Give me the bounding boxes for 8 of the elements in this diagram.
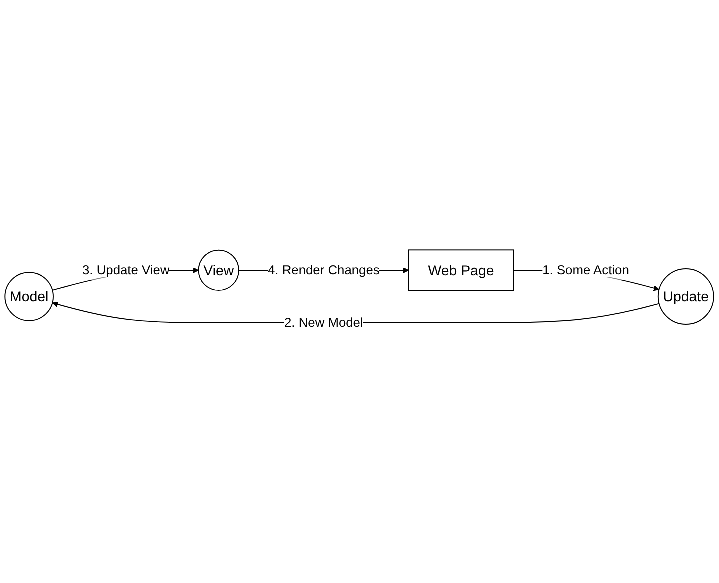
node-circle: Model — [4, 272, 54, 322]
node-circle: View — [198, 250, 240, 292]
edge-label: 3. Update View — [82, 263, 170, 278]
edge-label: 2. New Model — [284, 316, 364, 330]
node-circle: Update — [658, 268, 714, 326]
edge-label: 1. Some Action — [542, 263, 630, 278]
edge-label: 4. Render Changes — [268, 263, 380, 278]
node-box: Web Page — [408, 250, 514, 292]
